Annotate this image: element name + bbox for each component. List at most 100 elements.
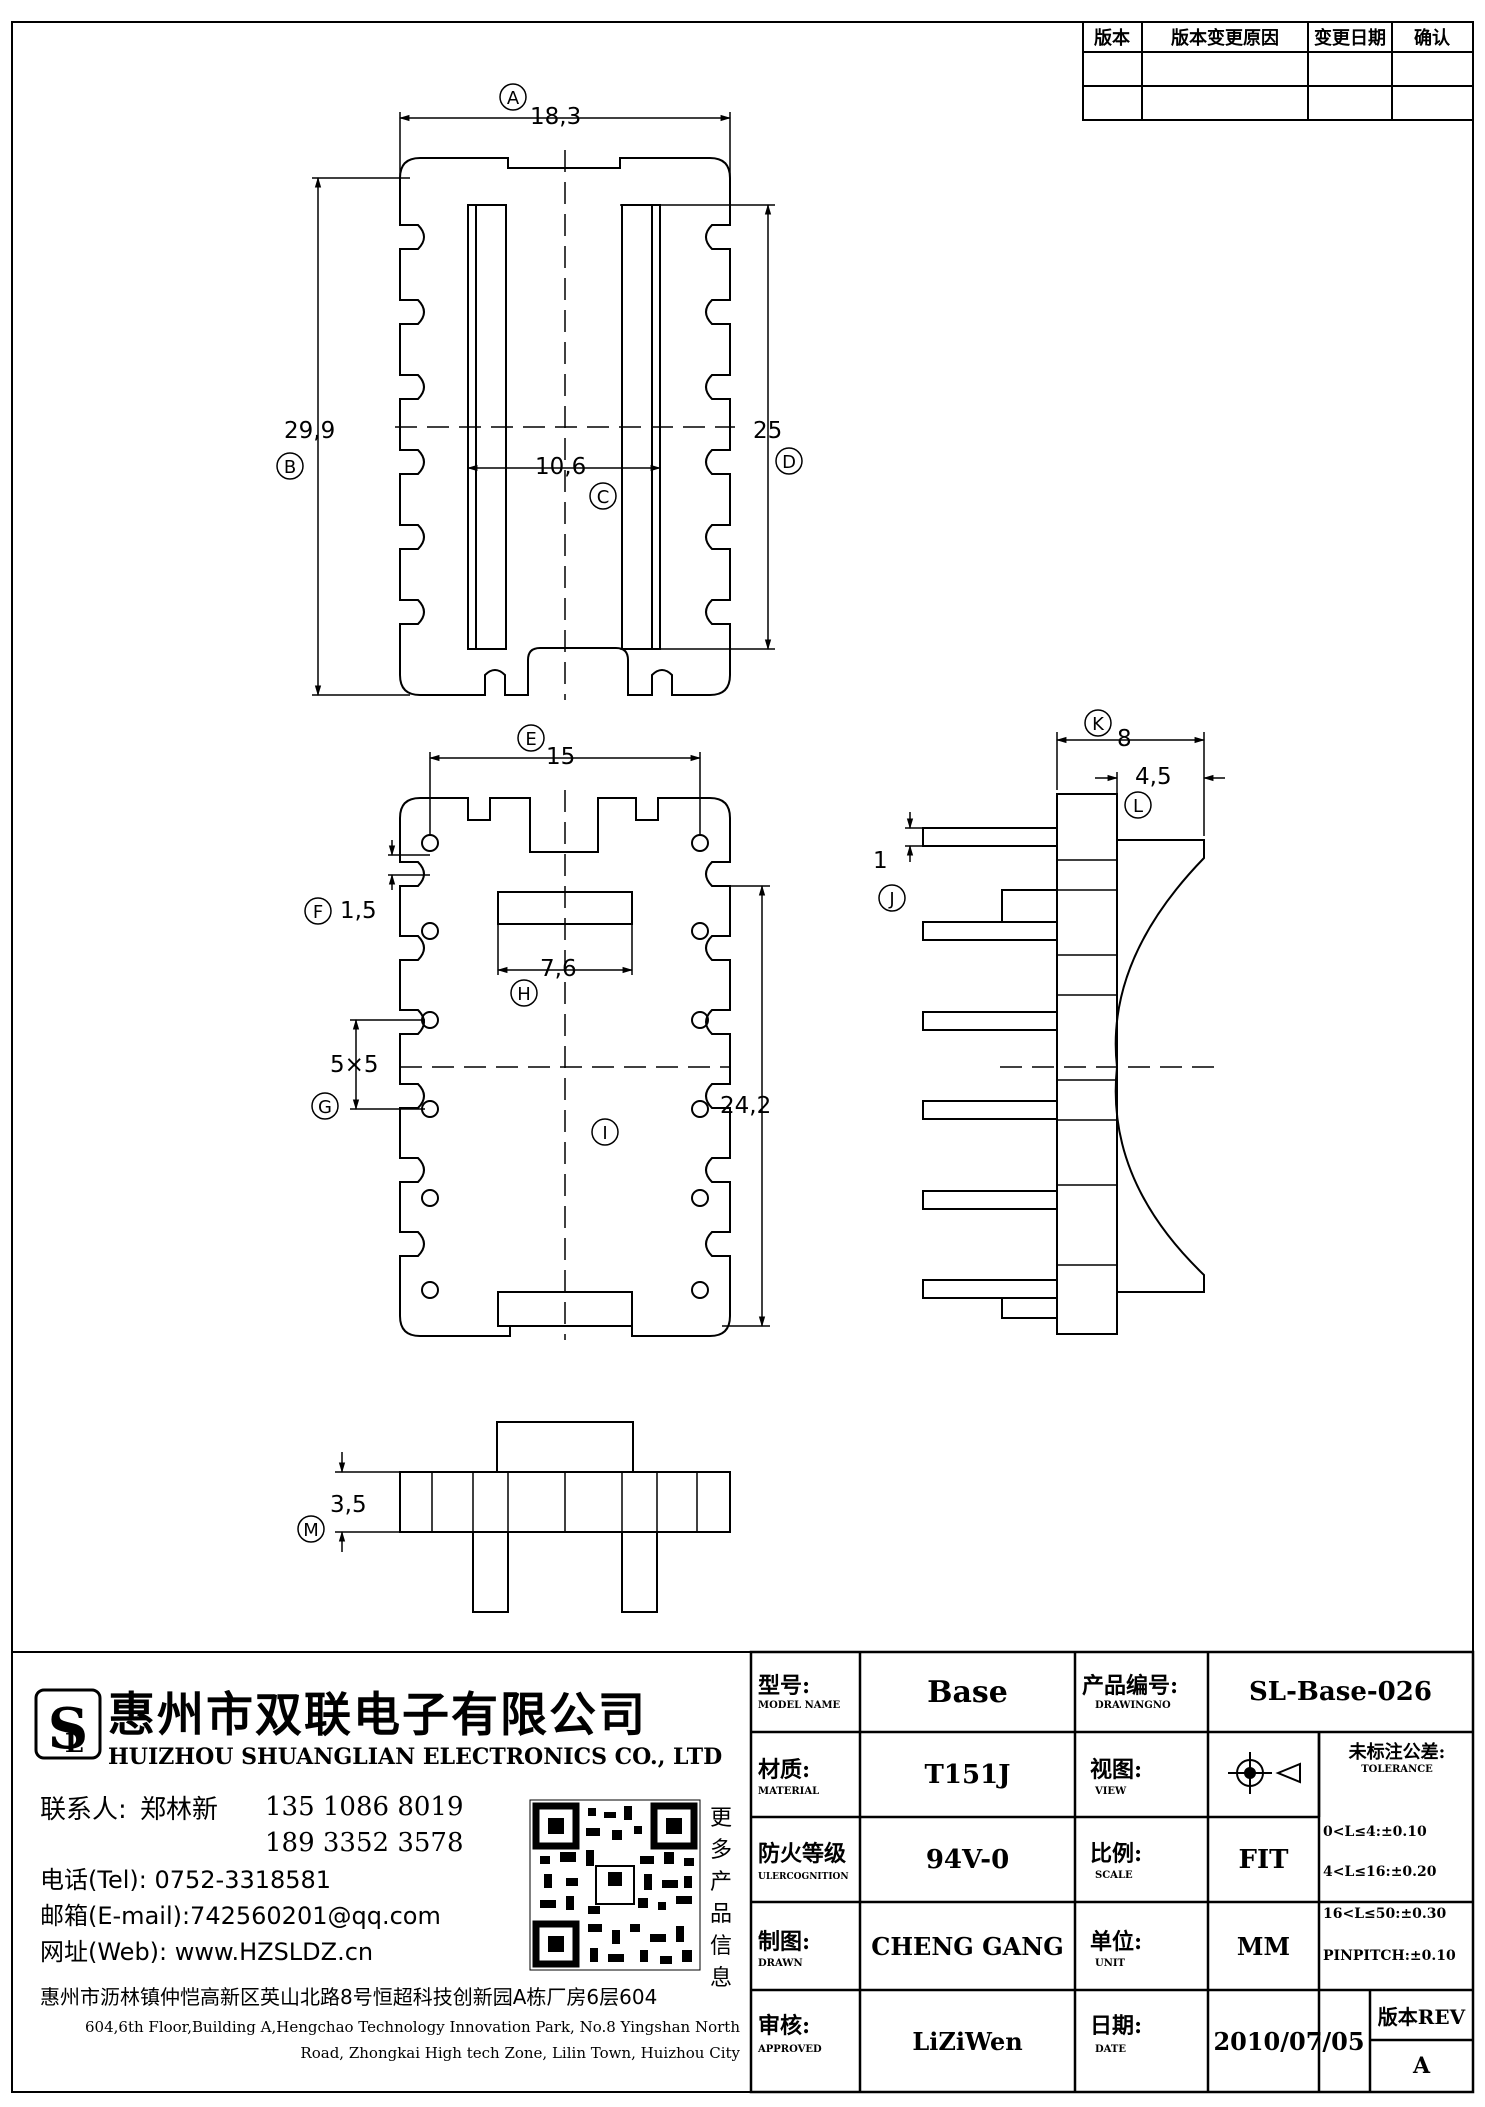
company-name-en: HUIZHOU SHUANGLIAN ELECTRONICS CO., LTD [108, 1744, 723, 1770]
address-cn: 惠州市沥林镇仲恺高新区英山北路8号恒超科技创新园A栋厂房6层604 [40, 1984, 658, 2009]
tolerance-line-3: 16<L≤50:±0.30 [1323, 1906, 1447, 1922]
fire-rating-label-en: ULERCOGNITION [758, 1872, 849, 1882]
date-label-en: DATE [1095, 2044, 1126, 2055]
bottom-view [399, 790, 731, 1340]
svg-text:J: J [888, 889, 894, 910]
top-view-outline [399, 157, 731, 696]
svg-text:S: S [48, 1696, 88, 1762]
contact-web: 网址(Web): www.HZSLDZ.cn [40, 1937, 374, 1966]
view-label-en: VIEW [1095, 1786, 1127, 1797]
front-view-pin-right [621, 1531, 658, 1613]
svg-text:K: K [1092, 714, 1105, 735]
view-projection-symbol [1228, 1752, 1301, 1794]
model-label-en: MODEL NAME [758, 1700, 841, 1711]
material-label: 材质: [758, 1757, 811, 1783]
drawing-border [11, 21, 1474, 2093]
dim-marker-e: E [517, 724, 545, 752]
bottom-view-pin-holes [421, 834, 709, 1299]
contact-phone-1: 135 1086 8019 [265, 1792, 464, 1822]
dim-marker-j: J [878, 884, 906, 912]
scale-label: 比例: [1090, 1841, 1143, 1867]
dim-marker-k: K [1084, 709, 1112, 737]
dim-marker-b: B [276, 452, 304, 480]
qr-code [529, 1799, 701, 1971]
dim-value-e: 15 [546, 744, 575, 770]
drawing-no-label-en: DRAWINGNO [1095, 1700, 1171, 1711]
svg-text:I: I [602, 1123, 607, 1144]
tolerance-label-en: TOLERANCE [1361, 1764, 1433, 1775]
dim-marker-i: I [591, 1118, 619, 1146]
material-value: T151J [924, 1759, 1011, 1790]
contact-label: 联系人: [40, 1794, 127, 1825]
tolerance-line-4: PINPITCH:±0.10 [1323, 1948, 1456, 1964]
dim-marker-m: M [297, 1515, 325, 1543]
qr-caption-char: 更 [709, 1806, 732, 1831]
revision-label: 版本REV [1377, 2004, 1466, 2029]
rev-header-reason: 版本变更原因 [1171, 27, 1279, 49]
dim-value-k: 8 [1117, 726, 1132, 752]
dim-value-g: 5×5 [330, 1052, 379, 1078]
dim-value-m: 3,5 [330, 1492, 367, 1518]
side-view-dimensions [905, 732, 1225, 862]
company-name-cn: 惠州市双联电子有限公司 [108, 1687, 647, 1743]
unit-value: MM [1236, 1931, 1291, 1961]
drawing-no-label: 产品编号: [1082, 1673, 1179, 1699]
svg-text:A: A [507, 88, 520, 109]
svg-text:C: C [597, 487, 610, 508]
date-label: 日期: [1090, 2013, 1143, 2039]
scale-label-en: SCALE [1095, 1870, 1133, 1881]
rev-header-date: 变更日期 [1314, 27, 1386, 49]
dim-value-b: 29,9 [284, 418, 335, 444]
rev-header-confirm: 确认 [1414, 27, 1451, 49]
qr-caption-char: 多 [709, 1838, 732, 1863]
front-view-dimensions [335, 1452, 400, 1552]
material-label-en: MATERIAL [758, 1786, 820, 1797]
top-view [395, 150, 735, 700]
drawn-label-en: DRAWN [758, 1958, 803, 1969]
title-block-grid [749, 1650, 1475, 2094]
unit-label: 单位: [1090, 1929, 1143, 1955]
contact-email: 邮箱(E-mail):742560201@qq.com [40, 1901, 441, 1930]
front-view [399, 1421, 731, 1613]
dim-value-f: 1,5 [340, 898, 377, 924]
svg-text:L: L [1133, 796, 1143, 817]
bottom-view-dimensions [350, 752, 770, 1328]
top-view-dimensions [312, 112, 775, 697]
drawn-value: CHENG GANG [871, 1931, 1064, 1961]
side-view-flange [1114, 839, 1205, 1293]
dim-value-d: 25 [753, 418, 782, 444]
dim-value-j: 1 [873, 848, 888, 874]
fire-rating-value: 94V-0 [925, 1844, 1010, 1875]
front-view-pin-left [472, 1531, 509, 1613]
dim-marker-h: H [510, 979, 538, 1007]
dim-value-l: 4,5 [1135, 764, 1172, 790]
qr-caption-char: 品 [709, 1902, 732, 1927]
qr-caption: 更 多 产 品 信 息 [706, 1800, 736, 1991]
view-label: 视图: [1090, 1757, 1143, 1783]
side-view-body [1056, 793, 1118, 1335]
rev-header-version: 版本 [1094, 27, 1130, 49]
approved-label: 审核: [758, 2013, 811, 2039]
dimension-values: 18,3 29,9 10,6 25 15 1,5 5×5 7,6 24,2 1 … [284, 104, 1172, 1518]
svg-text:D: D [782, 452, 796, 473]
dim-marker-c: C [589, 482, 617, 510]
unit-label-en: UNIT [1095, 1958, 1125, 1969]
dim-marker-f: F [304, 897, 332, 925]
svg-text:G: G [318, 1097, 332, 1118]
scale-value: FIT [1238, 1844, 1289, 1875]
model-label: 型号: [758, 1673, 811, 1699]
company-logo: S L [34, 1688, 102, 1762]
approved-value: LiZiWen [912, 2026, 1023, 2056]
date-value: 2010/07/05 [1213, 2026, 1365, 2056]
svg-text:E: E [525, 729, 536, 750]
fire-rating-label: 防火等级 [758, 1841, 847, 1867]
address-en-line1: 604,6th Floor,Building A,Hengchao Techno… [85, 2018, 740, 2036]
dimension-markers: A B C D E F G H I J K L M [276, 83, 1152, 1543]
svg-text:M: M [303, 1520, 319, 1541]
side-view [922, 793, 1215, 1335]
tolerance-label: 未标注公差: [1348, 1742, 1446, 1763]
model-value: Base [927, 1674, 1008, 1710]
tolerance-line-1: 0<L≤4:±0.10 [1323, 1824, 1427, 1840]
dim-value-h: 7,6 [540, 956, 577, 982]
